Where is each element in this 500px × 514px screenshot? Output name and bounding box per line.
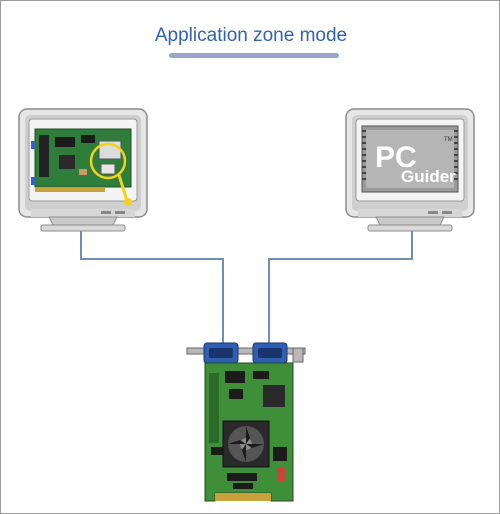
vga-connector-right <box>252 342 288 364</box>
graphics-card <box>186 342 306 502</box>
pc-guider-logo: PC Guider TM <box>361 125 459 193</box>
pc-logo-letters: PC <box>375 141 417 174</box>
vga-connector-left <box>203 342 239 364</box>
title-underline <box>169 53 339 58</box>
gpu-fan <box>222 420 270 468</box>
guider-text: Guider <box>401 167 456 186</box>
right-monitor: PC Guider TM <box>345 108 475 232</box>
trademark-text: TM <box>444 137 453 143</box>
left-monitor <box>18 108 148 232</box>
cable-right <box>268 229 413 346</box>
diagram-title: Application zone mode <box>154 25 348 46</box>
sound-card-image <box>31 128 132 206</box>
cable-left <box>80 229 224 346</box>
